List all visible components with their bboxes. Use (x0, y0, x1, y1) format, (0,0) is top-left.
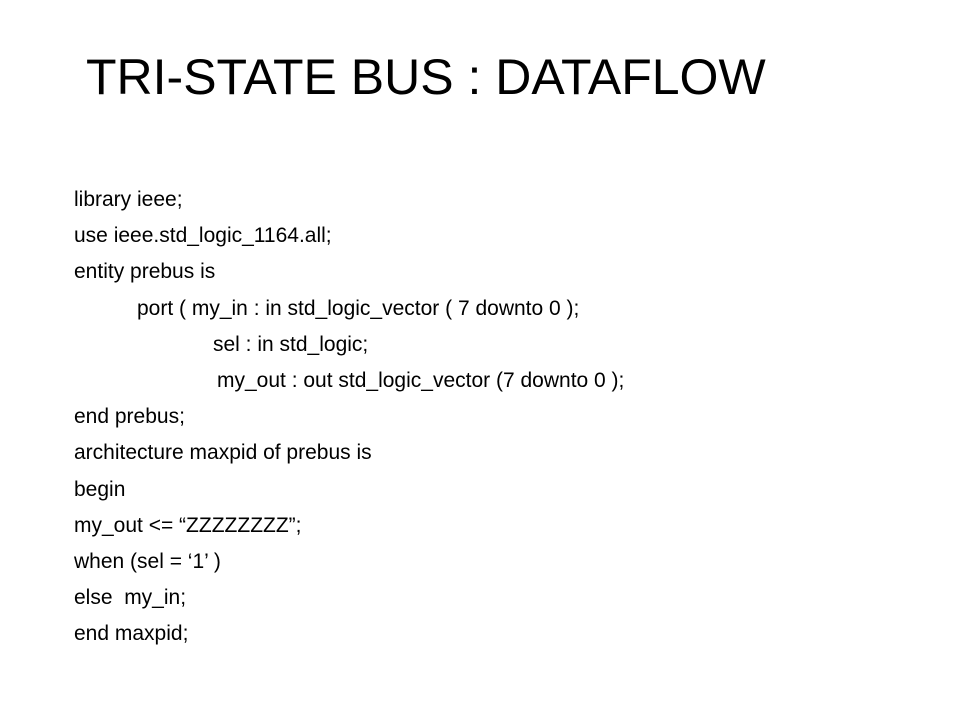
code-line-begin: begin (74, 477, 126, 501)
code-line-port-my-in: port ( my_in : in std_logic_vector ( 7 d… (137, 296, 580, 320)
slide-title: TRI-STATE BUS : DATAFLOW (86, 49, 766, 105)
code-line-use: use ieee.std_logic_1164.all; (74, 224, 332, 248)
code-line-port-my-out: my_out : out std_logic_vector (7 downto … (217, 368, 625, 392)
code-line-architecture: architecture maxpid of prebus is (74, 441, 372, 465)
code-line-end-entity: end prebus; (74, 405, 185, 429)
code-line-assignment: my_out <= “ZZZZZZZZ”; (74, 513, 302, 537)
vhdl-code-block: library ieee; use ieee.std_logic_1164.al… (74, 182, 934, 652)
code-line-entity: entity prebus is (74, 260, 216, 284)
code-line-port-sel: sel : in std_logic; (213, 332, 369, 356)
code-line-when: when (sel = ‘1’ ) (74, 549, 221, 573)
code-line-library: library ieee; (74, 188, 183, 211)
code-line-end-architecture: end maxpid; (74, 622, 189, 646)
code-line-else: else my_in; (74, 586, 187, 610)
